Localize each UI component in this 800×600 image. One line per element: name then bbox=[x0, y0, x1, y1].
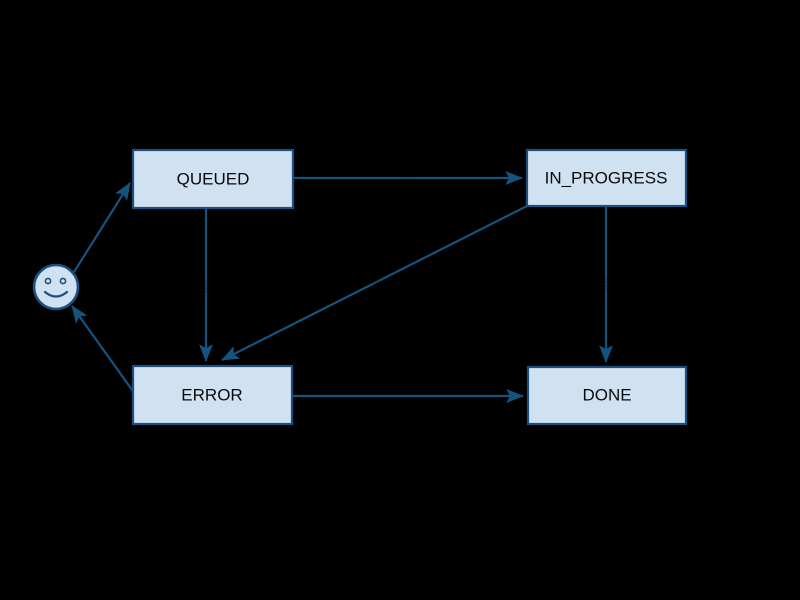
smiley-face-icon bbox=[32, 263, 80, 311]
edge-label-queued-to-error: ···· bbox=[202, 280, 212, 294]
edge-line-start-to-queued bbox=[73, 182, 131, 273]
node-label-in-progress: IN_PROGRESS bbox=[545, 168, 668, 187]
node-queued[interactable]: QUEUED bbox=[131, 148, 295, 210]
node-box-queued bbox=[131, 148, 295, 210]
edge-queued-to-error[interactable]: ···· bbox=[198, 208, 214, 362]
smiley-right-eye-icon bbox=[59, 277, 67, 285]
edge-label-in-progress-to-done: ···· bbox=[602, 277, 612, 291]
node-box-in-progress bbox=[525, 148, 688, 208]
edge-queued-to-in-progress[interactable]: ···· bbox=[293, 170, 523, 186]
edge-label-queued-to-in-progress: ···· bbox=[400, 171, 414, 181]
node-done[interactable]: DONE bbox=[526, 365, 688, 426]
nodes-layer: QUEUED IN_PROGRESS ERROR DONE bbox=[131, 148, 688, 426]
start-node-smiley[interactable] bbox=[32, 263, 80, 311]
edge-error-to-start[interactable] bbox=[71, 305, 136, 395]
node-error[interactable]: ERROR bbox=[131, 364, 294, 426]
edge-start-to-queued[interactable] bbox=[73, 182, 131, 273]
edge-in-progress-to-done[interactable]: ···· bbox=[598, 206, 614, 363]
node-label-done: DONE bbox=[582, 385, 631, 404]
edges-layer: ···· ···· ···· ···· bbox=[71, 170, 614, 404]
node-label-error: ERROR bbox=[181, 385, 242, 404]
node-label-queued: QUEUED bbox=[177, 169, 250, 188]
smiley-mouth-icon bbox=[43, 290, 69, 298]
smiley-left-eye-icon bbox=[44, 277, 52, 285]
node-box-error bbox=[131, 364, 294, 426]
node-in-progress[interactable]: IN_PROGRESS bbox=[525, 148, 688, 208]
node-box-done bbox=[526, 365, 688, 426]
edge-line-error-to-start bbox=[71, 305, 136, 395]
edge-in-progress-to-error[interactable]: ···· bbox=[221, 205, 528, 361]
edge-line-in-progress-to-error bbox=[221, 205, 528, 361]
edge-label-in-progress-to-error: ···· bbox=[369, 273, 386, 288]
